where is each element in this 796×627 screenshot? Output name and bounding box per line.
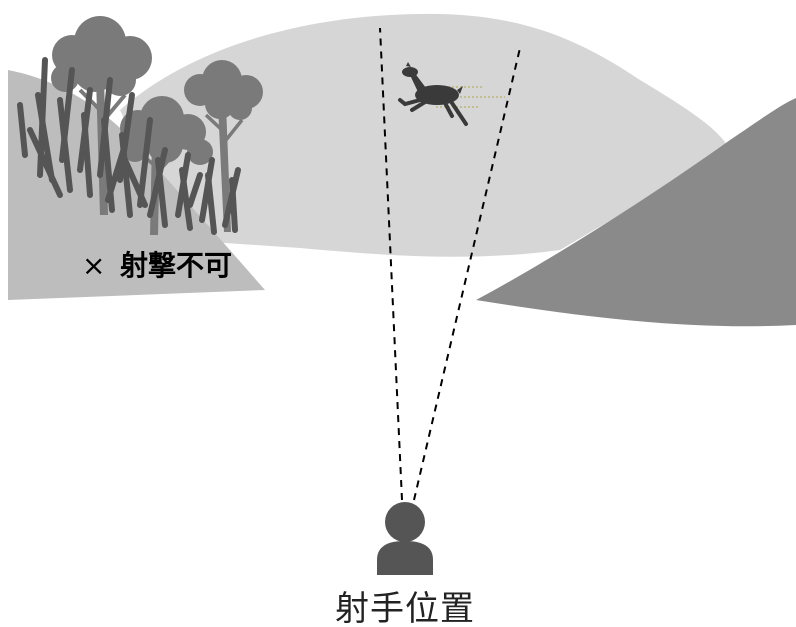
- tree: [184, 60, 263, 232]
- sight-line-left: [379, 27, 403, 501]
- deer-icon: [398, 62, 505, 126]
- no-shoot-label: 射撃不可: [119, 249, 232, 282]
- right-hill: [476, 98, 796, 327]
- no-shoot-mark: ×: [82, 249, 105, 282]
- background-hill: [120, 13, 730, 257]
- brush-thicket: [17, 57, 241, 235]
- shooter-position-label: 射手位置: [335, 589, 475, 627]
- person-icon: [377, 502, 433, 575]
